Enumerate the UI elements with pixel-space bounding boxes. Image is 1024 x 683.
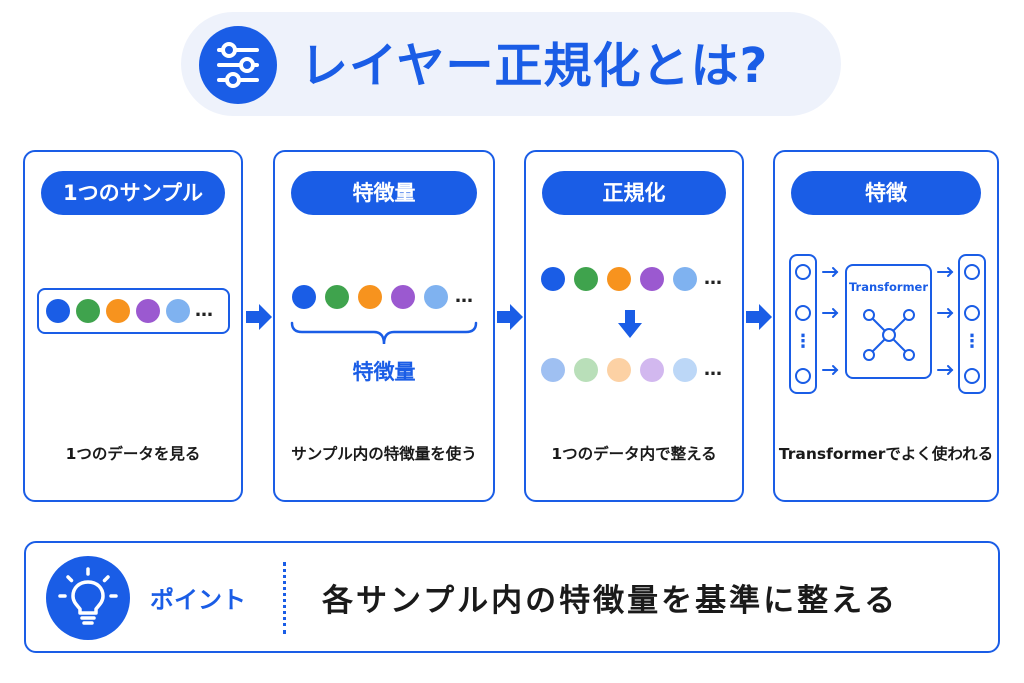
normalized-dot-blue — [541, 358, 565, 382]
arrow-down-icon — [618, 310, 642, 338]
output-node — [964, 368, 980, 384]
vertical-ellipsis: ⋮ — [794, 331, 812, 352]
feature-dot-lightblue — [424, 285, 448, 309]
feature-dot-green — [574, 267, 598, 291]
step-caption: 1つのデータを見る — [65, 445, 201, 463]
step-caption: Transformerでよく使われる — [778, 445, 994, 463]
feature-dot-orange — [106, 299, 130, 323]
vertical-ellipsis: ⋮ — [963, 331, 981, 352]
normalized-dot-green — [574, 358, 598, 382]
step-label: 特徴量 — [291, 171, 477, 215]
feature-dot-blue — [292, 285, 316, 309]
step-caption: 1つのデータ内で整える — [551, 445, 717, 463]
feature-dot-blue — [541, 267, 565, 291]
output-column — [958, 254, 986, 394]
feature-dot-purple — [391, 285, 415, 309]
output-node — [964, 305, 980, 321]
feature-dot-orange — [607, 267, 631, 291]
title-banner — [181, 12, 841, 116]
input-column — [789, 254, 817, 394]
feature-dot-purple — [640, 267, 664, 291]
ellipsis: … — [455, 286, 474, 307]
normalized-dot-lightblue — [673, 358, 697, 382]
normalized-dot-purple — [640, 358, 664, 382]
arrow-right-icon — [822, 267, 839, 375]
step-card-normalize: 正規化 … … 1つのデータ内で整える — [524, 150, 744, 502]
point-box — [24, 541, 1000, 653]
brace-label: 特徴量 — [352, 360, 416, 384]
arrow-right-icon — [497, 304, 523, 330]
input-node — [795, 305, 811, 321]
point-label: ポイント — [150, 586, 246, 614]
normalized-dot-orange — [607, 358, 631, 382]
step-caption: サンプル内の特徴量を使う — [291, 445, 477, 463]
brace — [290, 321, 478, 345]
step-card-features: 特徴量 … 特徴量 サンプル内の特徴量を使う — [273, 150, 495, 502]
page-title: レイヤー正規化とは? — [300, 38, 769, 94]
feature-dot-green — [325, 285, 349, 309]
arrow-right-icon — [746, 304, 772, 330]
feature-dot-lightblue — [166, 299, 190, 323]
input-node — [795, 264, 811, 280]
point-divider — [283, 562, 286, 634]
sample-row-frame — [37, 288, 230, 334]
step-label: 1つのサンプル — [41, 171, 225, 215]
feature-dot-purple — [136, 299, 160, 323]
step-label: 正規化 — [542, 171, 726, 215]
network-icon — [863, 309, 915, 361]
input-node — [795, 368, 811, 384]
step-card-feature: 特徴 ⋮ Transformer ⋮ — [773, 150, 999, 502]
arrow-right-icon — [937, 267, 954, 375]
point-text: 各サンプル内の特徴量を基準に整える — [322, 583, 899, 619]
ellipsis: … — [704, 268, 723, 289]
feature-dot-orange — [358, 285, 382, 309]
sliders-icon — [199, 26, 277, 104]
ellipsis: … — [195, 300, 214, 321]
output-node — [964, 264, 980, 280]
feature-dot-blue — [46, 299, 70, 323]
feature-dot-lightblue — [673, 267, 697, 291]
step-label: 特徴 — [791, 171, 981, 215]
lightbulb-icon — [46, 556, 130, 640]
feature-dot-green — [76, 299, 100, 323]
transformer-box — [845, 264, 932, 379]
ellipsis: … — [704, 359, 723, 380]
step-card-sample: 1つのサンプル … 1つのデータを見る — [23, 150, 243, 502]
arrow-right-icon — [246, 304, 272, 330]
transformer-label: Transformer — [848, 280, 929, 294]
